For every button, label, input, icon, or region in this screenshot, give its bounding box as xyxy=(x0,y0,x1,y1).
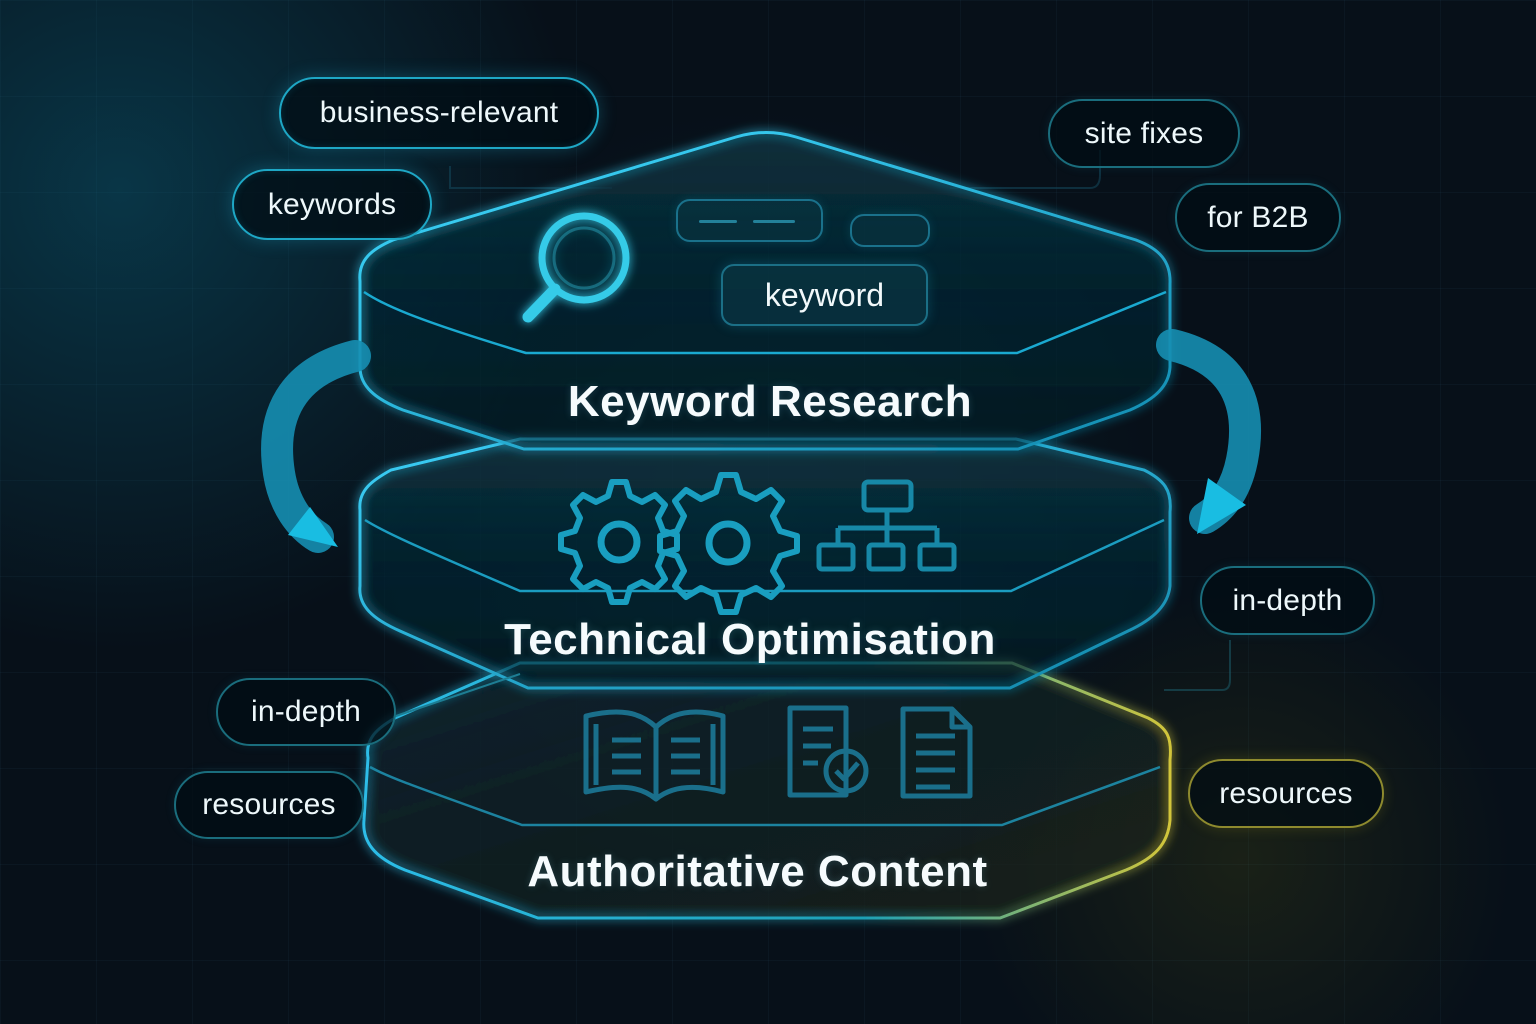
top-layer-front-edge xyxy=(363,290,1167,355)
middle-layer-shape xyxy=(358,437,1172,690)
authoritative-content-title: Authoritative Content xyxy=(527,847,988,896)
sitemap-icon xyxy=(816,479,957,572)
left-flow-arrowhead xyxy=(288,507,338,547)
tag-business-relevant: business-relevant xyxy=(279,77,599,149)
right-flow-arrowhead xyxy=(1197,478,1246,534)
middle-layer-front-edge xyxy=(364,518,1165,593)
document-icon xyxy=(900,706,973,799)
magnifying-glass-icon xyxy=(522,212,630,323)
tag-keywords: keywords xyxy=(232,169,432,240)
tag-resources-right: resources xyxy=(1188,759,1384,828)
faint-connector-right xyxy=(1164,640,1231,691)
technical-optimisation-title: Technical Optimisation xyxy=(504,615,996,664)
search-bar-icon xyxy=(676,199,823,242)
document-check-icon xyxy=(787,705,869,798)
tag-in-depth-left: in-depth xyxy=(216,678,396,746)
tag-in-depth-right: in-depth xyxy=(1200,566,1375,635)
left-flow-arrow xyxy=(261,340,371,553)
bottom-layer-front-edge xyxy=(369,765,1161,827)
faint-connector-top xyxy=(449,150,1101,189)
search-button-icon xyxy=(850,214,930,247)
left-in-depth-connector xyxy=(392,673,521,718)
search-bar-line-left xyxy=(699,220,737,223)
keyword-field: keyword xyxy=(721,264,928,326)
tag-resources-left: resources xyxy=(174,771,364,839)
keyword-research-title: Keyword Research xyxy=(567,377,973,426)
gear-icon xyxy=(657,472,800,615)
gear-icon xyxy=(558,479,680,605)
tag-for-b2b: for B2B xyxy=(1175,183,1341,252)
open-book-icon xyxy=(583,709,726,802)
tag-site-fixes: site fixes xyxy=(1048,99,1240,168)
search-bar-line-right xyxy=(753,220,795,223)
